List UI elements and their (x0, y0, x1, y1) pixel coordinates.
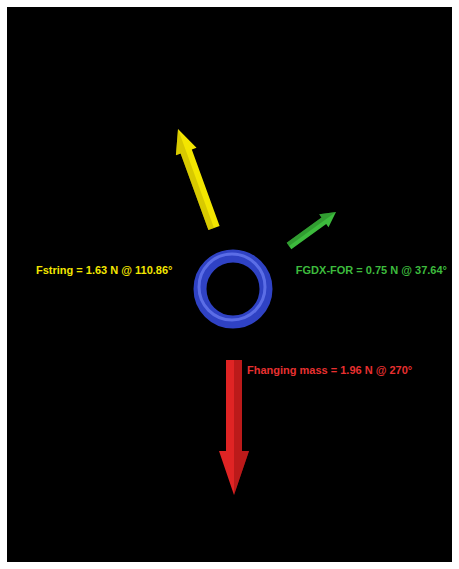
arrow-body (176, 129, 220, 230)
force-arrows (176, 129, 336, 495)
arrow-shade (176, 129, 214, 230)
force-label: Fstring = 1.63 N @ 110.86° (36, 263, 173, 277)
arrow-body (287, 212, 336, 249)
arrow-body (219, 360, 249, 495)
string-force-arrow (176, 129, 220, 230)
arrow-shade (234, 360, 249, 495)
hanging-mass-force-arrow (219, 360, 249, 495)
arrow-shade (287, 212, 336, 246)
force-label: Fhanging mass = 1.96 N @ 270° (247, 363, 412, 377)
force-label: FGDX-FOR = 0.75 N @ 37.64° (296, 263, 447, 277)
sensor-force-arrow (287, 212, 336, 249)
ring-highlight (199, 254, 265, 320)
background-panel (7, 7, 452, 562)
